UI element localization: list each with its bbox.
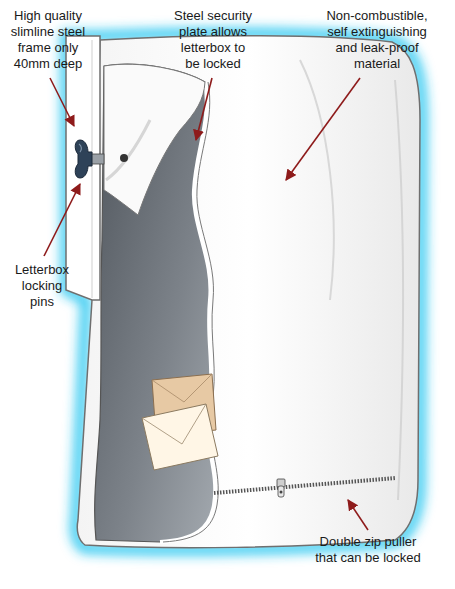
security-plate bbox=[104, 64, 205, 215]
zipper bbox=[214, 478, 396, 497]
callout-label: Non-combustible, self extinguishing and … bbox=[318, 8, 436, 72]
cutaway-interior bbox=[95, 64, 216, 542]
locking-pin bbox=[75, 140, 104, 178]
steel-frame bbox=[66, 36, 100, 300]
leader-lines bbox=[44, 78, 368, 530]
callout-label: Steel security plate allows letterbox to… bbox=[172, 8, 254, 72]
callout-label: Letterbox locking pins bbox=[12, 262, 72, 310]
callout-label: High quality slimline steel frame only 4… bbox=[3, 8, 93, 72]
glow bbox=[66, 33, 422, 550]
bag-body bbox=[77, 36, 420, 548]
envelopes bbox=[142, 374, 218, 470]
callout-label: Double zip puller that can be locked bbox=[312, 534, 424, 566]
